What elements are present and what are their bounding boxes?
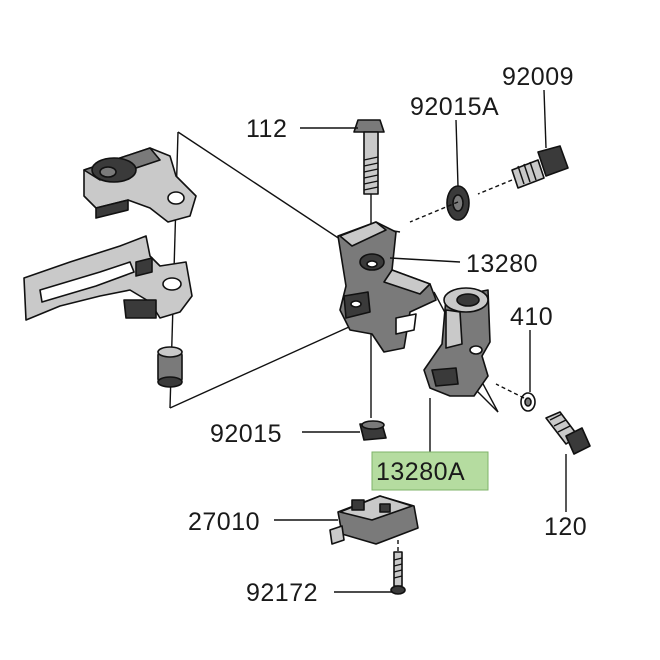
brake-lever xyxy=(23,235,193,321)
label-92009[interactable]: 92009 xyxy=(502,63,574,91)
label-92015A[interactable]: 92015A xyxy=(410,93,499,121)
label-27010[interactable]: 27010 xyxy=(188,508,260,536)
label-112[interactable]: 112 xyxy=(246,115,287,143)
label-92015[interactable]: 92015 xyxy=(210,420,282,448)
lever-holder-top xyxy=(83,147,197,223)
bolt-112 xyxy=(353,119,385,418)
label-13280A[interactable]: 13280A xyxy=(376,458,465,486)
bracket-13280 xyxy=(337,221,437,353)
label-92172[interactable]: 92172 xyxy=(246,579,318,607)
washer-92015A xyxy=(409,185,470,223)
screw-92009 xyxy=(477,145,569,195)
highlight-box-13280A xyxy=(371,451,489,491)
leader-lines xyxy=(274,89,567,593)
label-13280[interactable]: 13280 xyxy=(466,250,538,278)
nut-92015 xyxy=(359,420,387,441)
bolt-120 xyxy=(545,411,591,455)
switch-27010 xyxy=(329,495,419,592)
label-120[interactable]: 120 xyxy=(544,513,587,541)
label-410[interactable]: 410 xyxy=(510,303,553,331)
bushing xyxy=(157,346,183,388)
holder-13280A xyxy=(423,287,491,397)
screw-92172 xyxy=(390,551,406,595)
washer-410 xyxy=(495,383,536,412)
